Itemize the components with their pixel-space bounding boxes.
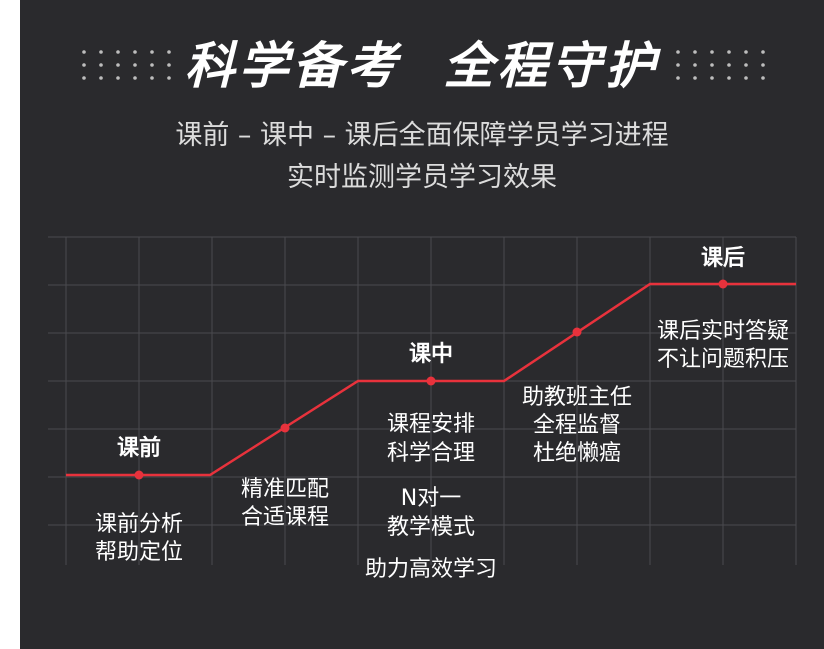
decorative-dots-right-icon — [676, 50, 765, 80]
stage-desc-during-2: 科学合理 — [386, 441, 475, 466]
decorative-dot — [761, 63, 765, 67]
decorative-dot — [150, 76, 154, 80]
decorative-dot — [710, 76, 714, 80]
stage-desc-match-1: 精准匹配 — [240, 477, 329, 502]
decorative-dot — [693, 63, 697, 67]
stage-desc-assist-2: 全程监督 — [532, 413, 621, 438]
decorative-dots-left-icon — [82, 50, 171, 80]
decorative-dot — [82, 50, 86, 54]
content-panel: 科学备考 全程守护 课前 – 课中 – 课后全面保障学员学习进程 实时监测学员学… — [20, 0, 824, 649]
stage-desc-during-1: 课程安排 — [386, 412, 475, 437]
stage-desc-during-4: 教学模式 — [386, 515, 475, 540]
decorative-dot — [116, 50, 120, 54]
progress-diagram — [48, 236, 797, 565]
decorative-dot — [167, 76, 171, 80]
decorative-dot — [82, 63, 86, 67]
milestone-dot-before — [134, 470, 144, 480]
subtitle-line-2: 实时监测学员学习效果 — [287, 162, 557, 193]
stage-desc-match-2: 合适课程 — [240, 505, 329, 530]
stage-label-before: 课前 — [116, 436, 161, 461]
milestone-dot-after — [718, 279, 728, 289]
decorative-dot — [744, 50, 748, 54]
decorative-dot — [150, 63, 154, 67]
decorative-dot — [133, 50, 137, 54]
decorative-dot — [167, 63, 171, 67]
decorative-dot — [116, 63, 120, 67]
milestone-dots — [134, 279, 728, 480]
milestone-dot-during — [426, 376, 436, 386]
decorative-dot — [150, 50, 154, 54]
stage-desc-before-2: 帮助定位 — [94, 540, 183, 565]
stage-desc-after-2: 不让问题积压 — [656, 347, 789, 372]
decorative-dot — [744, 76, 748, 80]
stage-desc-before-1: 课前分析 — [94, 512, 183, 537]
decorative-dot — [676, 63, 680, 67]
stage-label-during: 课中 — [408, 342, 453, 367]
stage-desc-during-3: N对一 — [400, 486, 462, 511]
decorative-dot — [676, 76, 680, 80]
decorative-dot — [693, 76, 697, 80]
decorative-dot — [676, 50, 680, 54]
decorative-dot — [116, 76, 120, 80]
decorative-dot — [710, 50, 714, 54]
decorative-dot — [82, 76, 86, 80]
decorative-dot — [99, 76, 103, 80]
stage-desc-assist-1: 助教班主任 — [521, 385, 632, 410]
decorative-dot — [744, 63, 748, 67]
decorative-dot — [133, 76, 137, 80]
milestone-dot-assist — [572, 327, 582, 337]
decorative-dot — [761, 50, 765, 54]
subtitle-line-1: 课前 – 课中 – 课后全面保障学员学习进程 — [175, 120, 669, 151]
decorative-dot — [133, 63, 137, 67]
decorative-dot — [167, 50, 171, 54]
decorative-dot — [761, 76, 765, 80]
stage-desc-after-1: 课后实时答疑 — [656, 319, 789, 344]
decorative-dot — [727, 76, 731, 80]
decorative-dot — [727, 63, 731, 67]
title-row: 科学备考 全程守护 — [20, 28, 824, 104]
decorative-dot — [727, 50, 731, 54]
decorative-dot — [693, 50, 697, 54]
decorative-dot — [99, 50, 103, 54]
milestone-dot-match — [280, 423, 290, 433]
stage-label-after: 课后 — [700, 246, 745, 271]
stage-desc-assist-3: 杜绝懒癌 — [532, 441, 621, 466]
page-title: 科学备考 全程守护 — [184, 37, 660, 95]
decorative-dot — [99, 63, 103, 67]
decorative-dot — [710, 63, 714, 67]
stage-desc-during-5: 助力高效学习 — [364, 557, 497, 582]
